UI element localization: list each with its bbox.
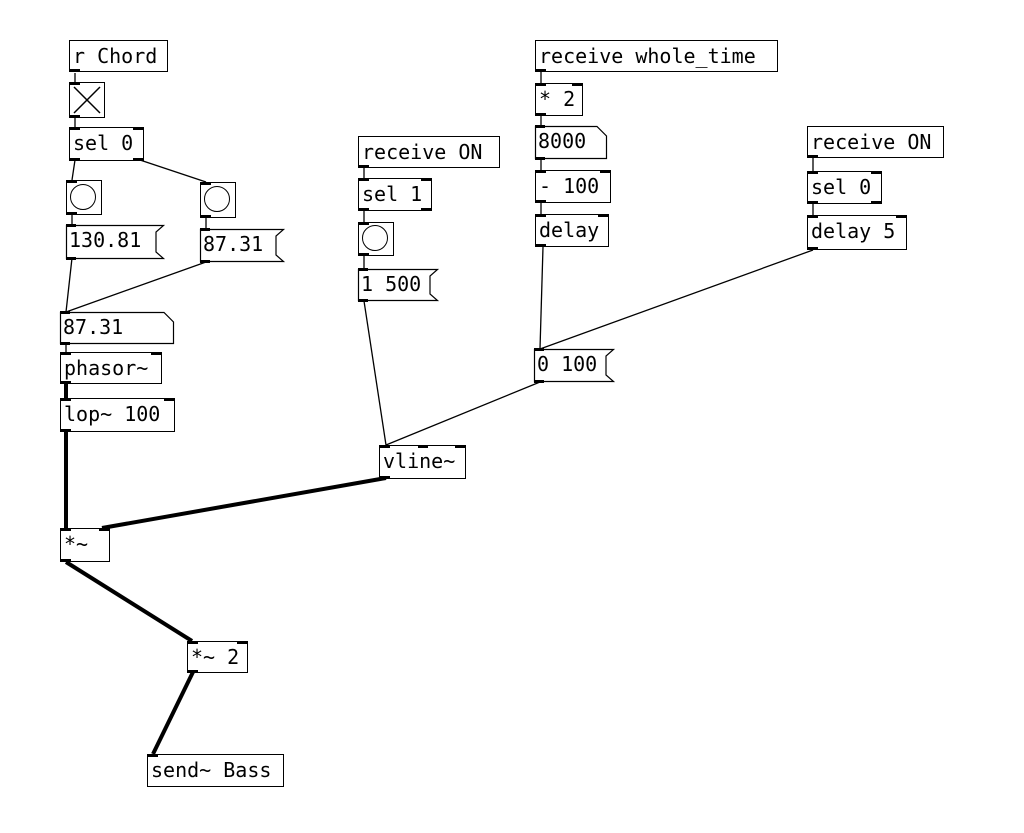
object-label: delay — [539, 218, 600, 242]
vline-object[interactable]: vline~ — [379, 445, 466, 479]
bang-button-2[interactable] — [200, 182, 236, 218]
cord-msg0100-vline — [385, 381, 541, 446]
number-box-outline — [59, 311, 175, 345]
number-value: 87.31 — [63, 315, 124, 339]
multiply-signal-object[interactable]: *~ — [60, 528, 110, 562]
number-box-outline — [534, 125, 608, 160]
object-label: sel 0 — [73, 131, 134, 155]
sel-1-object[interactable]: sel 1 — [358, 178, 432, 211]
object-label: *~ — [64, 532, 89, 556]
object-label: send~ Bass — [151, 758, 272, 782]
message-130-81[interactable]: 130.81 — [65, 224, 166, 260]
object-label: *~ 2 — [191, 645, 240, 669]
number-box-87-31[interactable]: 87.31 — [59, 311, 175, 345]
object-label: receive whole_time — [539, 44, 756, 68]
number-box-8000[interactable]: 8000 — [534, 125, 608, 160]
toggle[interactable] — [69, 82, 105, 118]
message-label: 87.31 — [203, 232, 264, 256]
message-label: 0 100 — [537, 352, 598, 376]
receive-on-object-2[interactable]: receive ON — [807, 126, 944, 158]
cord-msg87-num87 — [65, 261, 207, 313]
bang-circle-icon — [362, 225, 388, 251]
object-label: - 100 — [539, 174, 600, 198]
multiply-2-object[interactable]: *~ 2 — [187, 641, 248, 673]
phasor-object[interactable]: phasor~ — [60, 352, 162, 384]
cord-delay5-msg0100 — [539, 249, 814, 350]
object-label: receive ON — [811, 130, 932, 154]
receive-whole-time-object[interactable]: receive whole_time — [535, 40, 778, 72]
message-label: 130.81 — [69, 228, 142, 252]
object-label: sel 1 — [362, 182, 423, 206]
cord-vline-mul — [101, 476, 387, 530]
object-label: lop~ 100 — [64, 402, 161, 426]
bang-button-3[interactable] — [358, 222, 394, 256]
cord-mul-mul2 — [64, 560, 194, 643]
bang-button-1[interactable] — [66, 180, 102, 215]
multiply-2-control-object[interactable]: * 2 — [535, 83, 583, 116]
cord-sel0-bang1 — [71, 159, 76, 181]
object-label: phasor~ — [64, 356, 149, 380]
object-label: vline~ — [383, 449, 456, 473]
object-label: sel 0 — [811, 175, 872, 199]
message-1-500[interactable]: 1 500 — [357, 268, 440, 302]
minus-100-object[interactable]: - 100 — [535, 170, 611, 203]
message-label: 1 500 — [361, 272, 422, 296]
number-value: 8000 — [538, 129, 587, 153]
object-label: delay 5 — [811, 219, 896, 243]
receive-on-object-1[interactable]: receive ON — [358, 136, 500, 168]
object-label: receive ON — [362, 140, 483, 164]
message-87-31[interactable]: 87.31 — [199, 228, 286, 263]
cord-sel0-bang2 — [139, 159, 207, 183]
bang-circle-icon — [70, 184, 96, 210]
cord-delay-msg0100 — [539, 246, 544, 350]
cord-msg1500-vline — [363, 300, 387, 446]
lop-object[interactable]: lop~ 100 — [60, 398, 175, 432]
message-0-100[interactable]: 0 100 — [533, 348, 616, 383]
sel-0-object[interactable]: sel 0 — [69, 127, 144, 161]
toggle-x-icon — [73, 86, 101, 114]
delay-object[interactable]: delay — [535, 214, 609, 247]
delay-5-object[interactable]: delay 5 — [807, 215, 907, 250]
send-bass-object[interactable]: send~ Bass — [147, 754, 284, 787]
object-label: * 2 — [539, 87, 576, 111]
sel-0-object-2[interactable]: sel 0 — [807, 171, 882, 204]
r-chord-object[interactable]: r Chord — [69, 40, 168, 72]
bang-circle-icon — [204, 186, 230, 212]
object-label: r Chord — [73, 44, 158, 68]
cord-mul2-send — [151, 671, 195, 755]
cord-msg130-num87 — [65, 257, 73, 313]
